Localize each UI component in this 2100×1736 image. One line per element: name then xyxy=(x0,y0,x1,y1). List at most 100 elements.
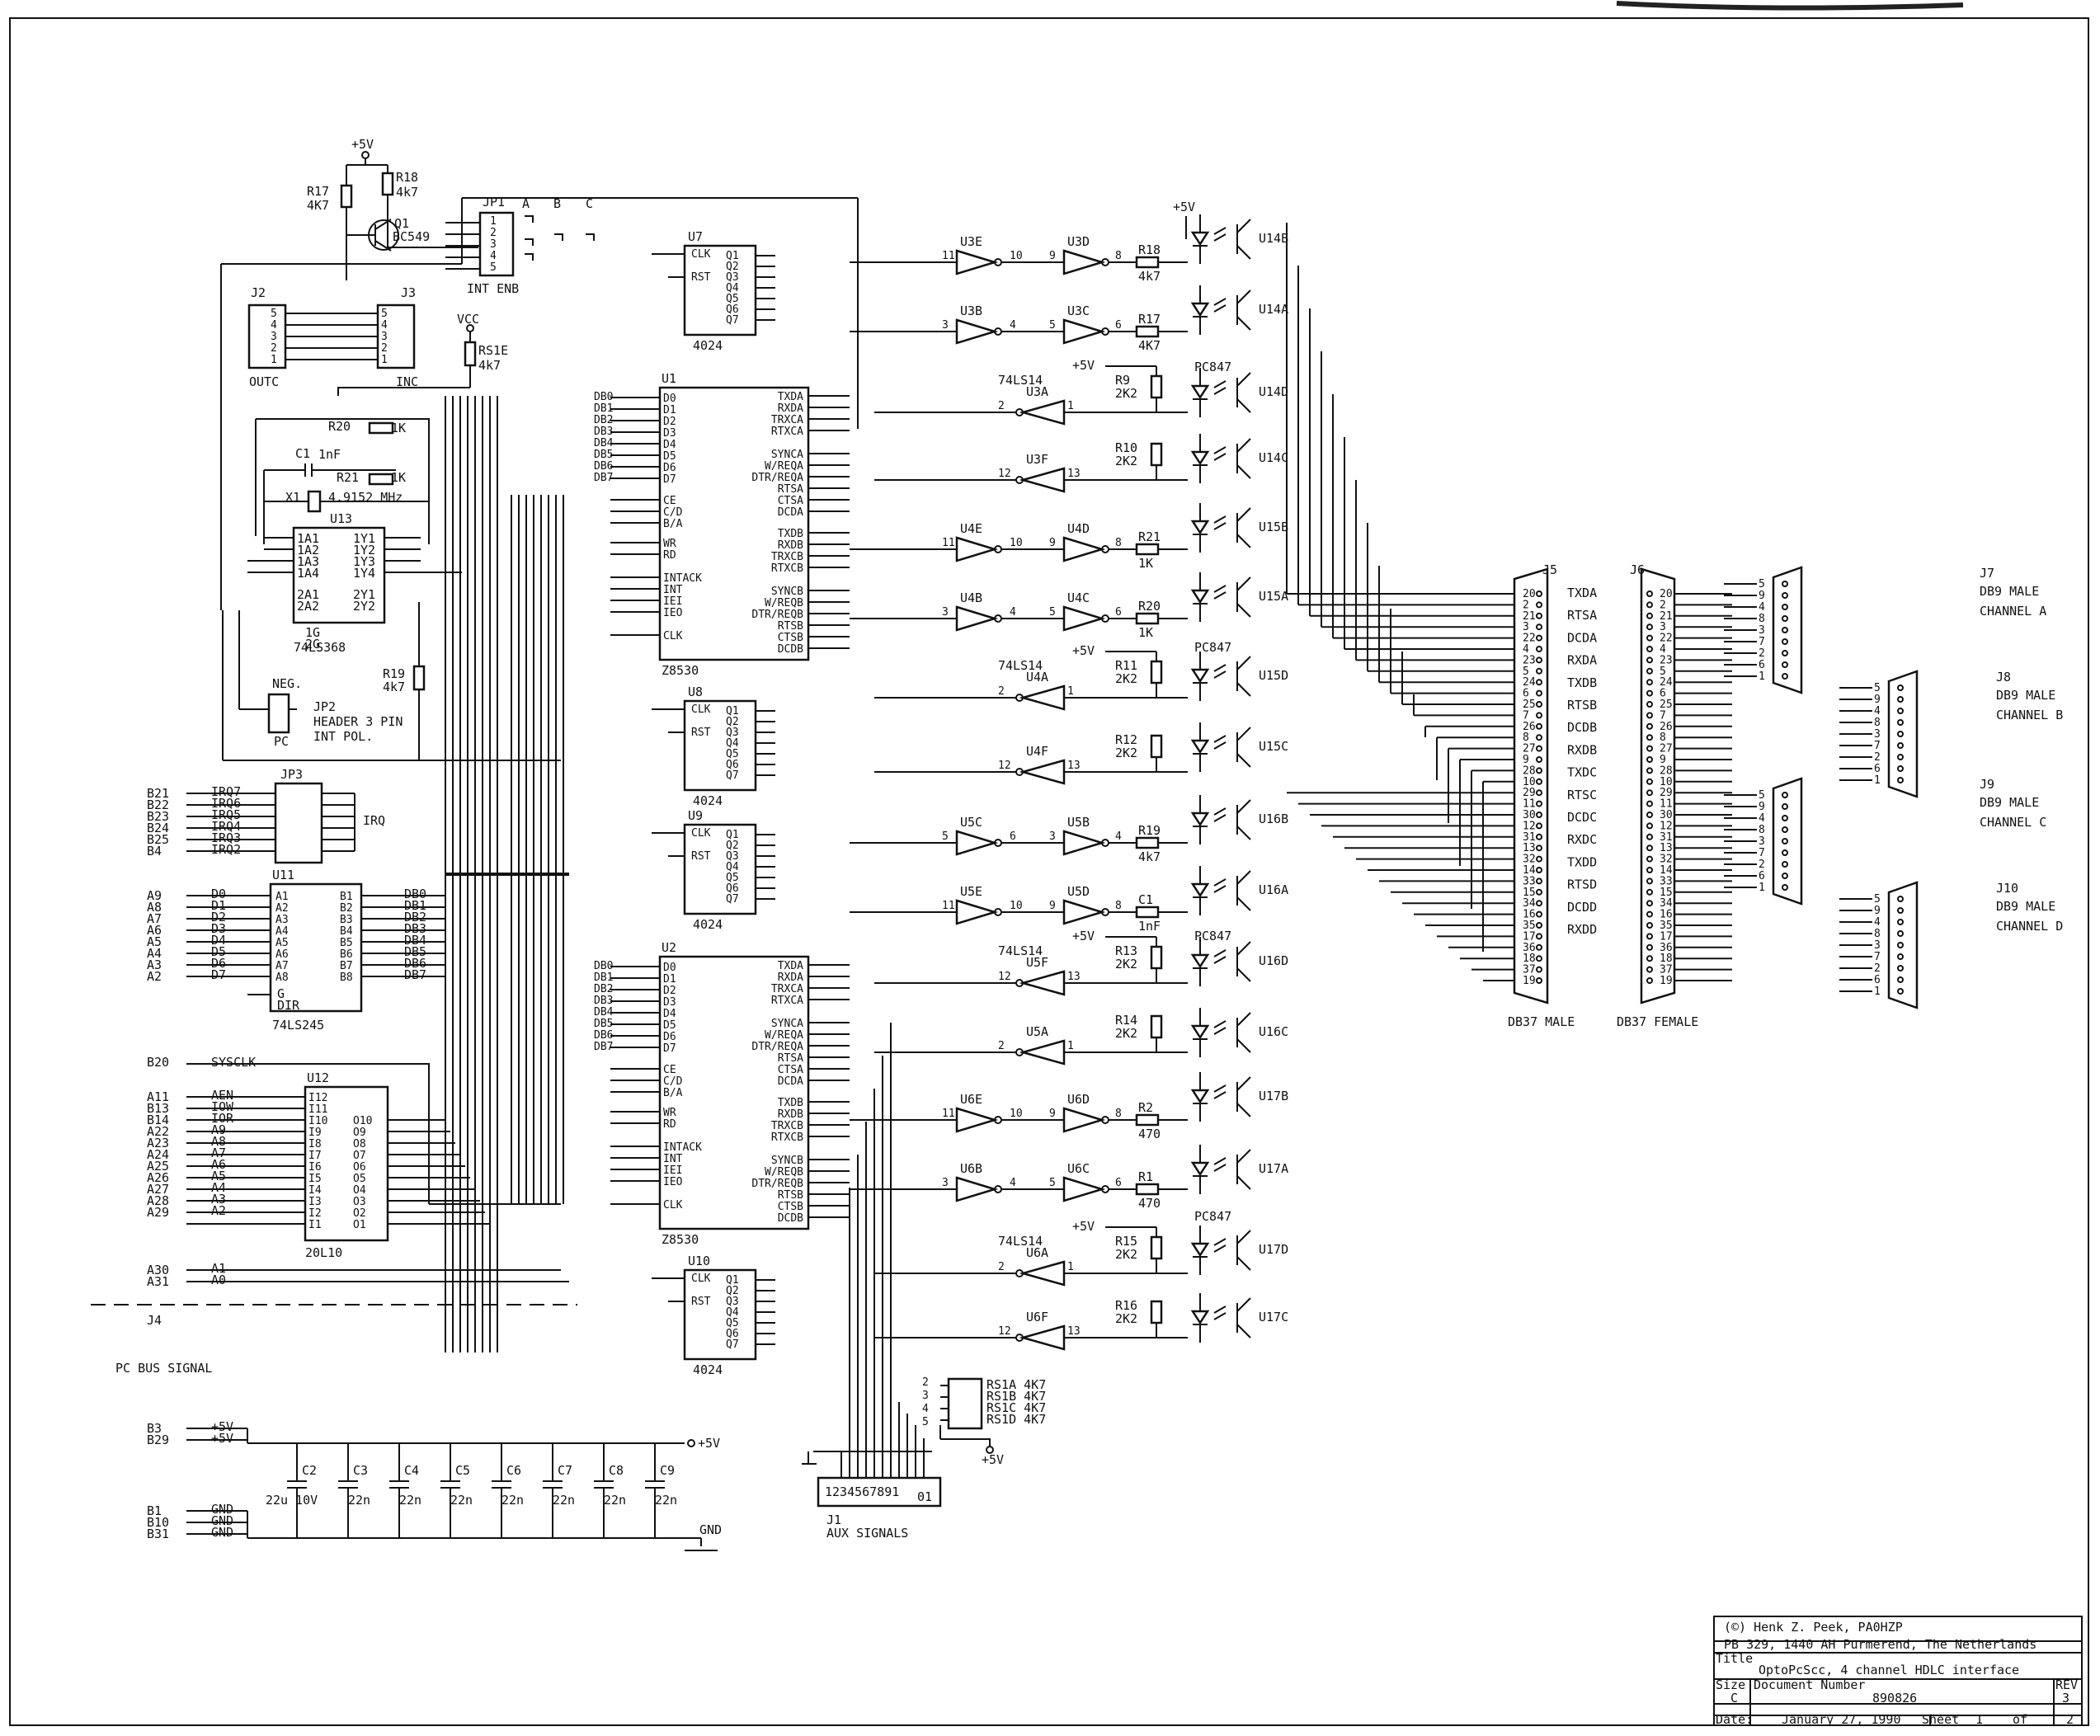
gate-pin: 12 xyxy=(998,468,1011,480)
pc-bus-pin: A8 xyxy=(147,900,162,915)
db9-channel: CHANNEL A xyxy=(1980,604,2046,619)
connector-pin: 18 xyxy=(1660,953,1673,965)
connector-pin: 1 xyxy=(1759,670,1765,683)
gate-pin: 4 xyxy=(1010,606,1016,619)
connector-pin: 28 xyxy=(1523,764,1536,777)
channel-signal: TXDB xyxy=(1567,675,1597,690)
optocoupler: U15DU7 xyxy=(1190,652,1288,701)
chip-pin: Q1 xyxy=(726,829,739,841)
db-signal: DB2 xyxy=(594,983,613,995)
scc-pin: WR xyxy=(663,1107,676,1119)
scc-pin: RXDA xyxy=(778,402,803,415)
connector-pin: 5 xyxy=(1874,893,1881,906)
chip-pin: Q6 xyxy=(726,882,739,895)
gate-pin: 6 xyxy=(1115,319,1122,332)
chip-pin: Q6 xyxy=(726,759,739,771)
db9-type: DB9 MALE xyxy=(1980,584,2039,599)
svg-text:20L10: 20L10 xyxy=(305,1245,342,1260)
opto-ref: U16D xyxy=(1259,953,1288,968)
chip-pin: B8 xyxy=(340,972,353,984)
gate-pin: 1 xyxy=(1067,1040,1074,1052)
scc-pin: DCDB xyxy=(778,1212,803,1225)
gate-ref: U5C xyxy=(960,815,982,830)
address-signal: A2 xyxy=(211,1203,226,1218)
scc-pin: D5 xyxy=(663,450,676,463)
pc-bus-pin: A6 xyxy=(147,923,162,938)
chip-pin: CLK xyxy=(691,703,711,716)
connector-pin: 26 xyxy=(1523,721,1536,733)
gate-ref: U5F xyxy=(1026,955,1048,970)
u11-transceiver-chip: U11 74LS245 G DIR xyxy=(269,868,363,1033)
svg-text:B: B xyxy=(553,196,561,211)
channel-signal-labels: TXDARTSADCDARXDATXDBRTSBDCDBRXDBTXDCRTSC… xyxy=(1567,586,1597,937)
optocoupler: U17CU7 xyxy=(1190,1293,1288,1343)
gate-pin: 4 xyxy=(1010,1177,1016,1189)
resistor-ref: R17 xyxy=(1138,312,1161,327)
svg-text:Document Number: Document Number xyxy=(1754,1677,1865,1692)
scc-pin: SYNCB xyxy=(771,1155,803,1167)
scc-pin: CTSA xyxy=(778,495,803,507)
svg-text:RS1E: RS1E xyxy=(478,343,508,358)
scc-pin: RTXCA xyxy=(771,426,803,438)
pc-bus-pin: A27 xyxy=(147,1182,169,1197)
svg-text:1Y3: 1Y3 xyxy=(353,554,375,569)
chip-pin: Q1 xyxy=(726,1274,739,1287)
db9-channel: CHANNEL D xyxy=(1996,919,2063,934)
chip-pin: O6 xyxy=(353,1161,366,1174)
connector-pin: 23 xyxy=(1660,654,1673,666)
scc-pin: CTSA xyxy=(778,1064,803,1076)
chip-part: 4024 xyxy=(693,338,723,353)
opto-ref: U17D xyxy=(1259,1242,1288,1257)
chip-part: 4024 xyxy=(693,793,723,808)
scc-pin: TXDB xyxy=(778,528,803,540)
gate-pin: 9 xyxy=(1049,250,1056,262)
gate-pin: 2 xyxy=(998,685,1005,698)
connector-pin: 7 xyxy=(1523,709,1529,722)
chip-pin: Q5 xyxy=(726,872,739,884)
chip-pin: O5 xyxy=(353,1173,366,1185)
opto-ref: U16C xyxy=(1259,1024,1288,1039)
chip-pin: B1 xyxy=(340,891,353,903)
chip-pin: I8 xyxy=(308,1138,322,1150)
gate-pin: 3 xyxy=(942,606,949,619)
connector-pin: 9 xyxy=(1874,694,1881,706)
power-label-top: +5V xyxy=(351,137,374,159)
gate-pin: 11 xyxy=(942,1108,955,1120)
connector-pin: 19 xyxy=(1523,975,1536,987)
chip-pin: I6 xyxy=(308,1161,322,1174)
scc-pin: D7 xyxy=(663,1042,676,1055)
gate-ref: U4E xyxy=(960,521,982,536)
db-signal: DB4 xyxy=(594,1006,614,1019)
u13-enables: 1G 2G xyxy=(305,625,320,652)
svg-text:C1: C1 xyxy=(295,446,310,461)
db-signal: DB2 xyxy=(594,414,613,426)
gate-family: 74LS14 xyxy=(998,373,1043,388)
resistor-value: 1nF xyxy=(1138,919,1161,934)
connector-pin: 20 xyxy=(1660,588,1673,600)
connector-pin: 12 xyxy=(1523,820,1536,832)
address-signal: A8 xyxy=(211,1134,226,1149)
gate-ref: U4A xyxy=(1026,670,1048,685)
pc-bus-pin: A11 xyxy=(147,1089,169,1104)
capacitor-ref: C7 xyxy=(558,1463,572,1478)
gate-family: 74LS14 xyxy=(998,1234,1043,1249)
resistor-ref: C1 xyxy=(1138,892,1153,907)
svg-text:3: 3 xyxy=(381,331,388,343)
connector-pin: 8 xyxy=(1759,613,1765,625)
svg-text:Q1: Q1 xyxy=(394,216,409,231)
svg-text:1Y2: 1Y2 xyxy=(353,543,375,557)
gate-pin: 13 xyxy=(1067,971,1081,983)
svg-text:Sheet: Sheet xyxy=(1922,1712,1959,1727)
gate-pin: 5 xyxy=(1049,606,1056,619)
capacitor-value: 22n xyxy=(553,1493,575,1508)
connector-pin: 21 xyxy=(1660,610,1673,623)
connector-pin: 9 xyxy=(1759,590,1765,602)
svg-text:OptoPcScc, 4 channel HDLC inte: OptoPcScc, 4 channel HDLC interface xyxy=(1759,1663,2019,1677)
scc-pin: W/REQB xyxy=(765,597,803,609)
svg-text:4k7: 4k7 xyxy=(383,680,405,694)
scc-pin: D0 xyxy=(663,393,676,405)
